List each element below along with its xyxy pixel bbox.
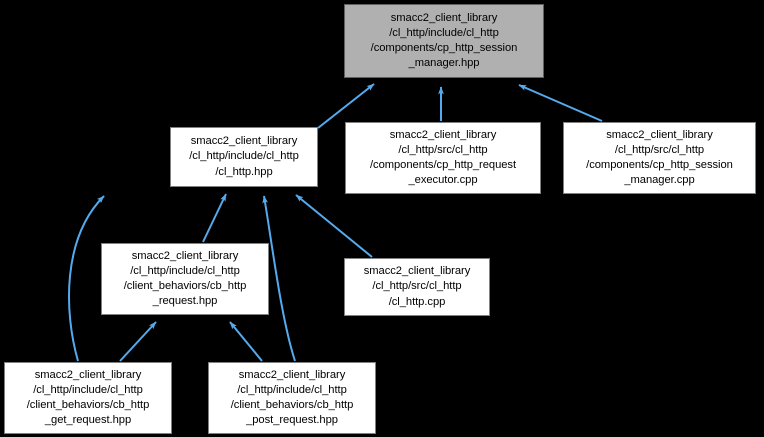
node-label: smacc2_client_library /cl_http/include/c… bbox=[26, 368, 150, 427]
node-label: smacc2_client_library /cl_http/src/cl_ht… bbox=[369, 128, 517, 187]
node-cb-http-post-request-hpp[interactable]: smacc2_client_library /cl_http/include/c… bbox=[208, 362, 376, 434]
edge-cl-http-hpp-to-cp-http-session-manager-hpp bbox=[317, 83, 375, 129]
edge-cb-http-get-request-hpp-to-cb-http-request-hpp bbox=[119, 321, 157, 362]
node-label: smacc2_client_library /cl_http/src/cl_ht… bbox=[363, 265, 471, 308]
node-cb-http-get-request-hpp[interactable]: smacc2_client_library /cl_http/include/c… bbox=[4, 362, 172, 434]
edge-cb-http-post-request-hpp-to-cl-http-hpp bbox=[262, 195, 296, 362]
node-cp-http-session-manager-cpp[interactable]: smacc2_client_library /cl_http/src/cl_ht… bbox=[563, 122, 756, 194]
node-cp-http-session-manager-hpp[interactable]: smacc2_client_library /cl_http/include/c… bbox=[344, 4, 544, 78]
node-cb-http-request-hpp[interactable]: smacc2_client_library /cl_http/include/c… bbox=[101, 243, 269, 315]
node-cl-http-hpp[interactable]: smacc2_client_library /cl_http/include/c… bbox=[170, 127, 318, 187]
node-label: smacc2_client_library /cl_http/include/c… bbox=[230, 368, 354, 427]
edge-cl-http-cpp-to-cl-http-hpp bbox=[295, 194, 373, 258]
edge-cb-http-request-hpp-to-cl-http-hpp bbox=[202, 193, 227, 243]
node-label: smacc2_client_library /cl_http/src/cl_ht… bbox=[586, 128, 733, 187]
node-cl-http-cpp[interactable]: smacc2_client_library /cl_http/src/cl_ht… bbox=[344, 258, 490, 316]
node-label: smacc2_client_library /cl_http/include/c… bbox=[189, 135, 299, 178]
node-cp-http-request-executor-cpp[interactable]: smacc2_client_library /cl_http/src/cl_ht… bbox=[345, 122, 541, 194]
node-label: smacc2_client_library /cl_http/include/c… bbox=[123, 249, 247, 308]
edge-cp-http-session-manager-cpp-to-cp-http-session-manager-hpp bbox=[518, 84, 603, 122]
edge-cb-http-get-request-hpp-to-cl-http-hpp bbox=[68, 195, 105, 362]
node-label: smacc2_client_library /cl_http/include/c… bbox=[370, 11, 518, 70]
edge-cb-http-post-request-hpp-to-cb-http-request-hpp bbox=[229, 321, 263, 362]
